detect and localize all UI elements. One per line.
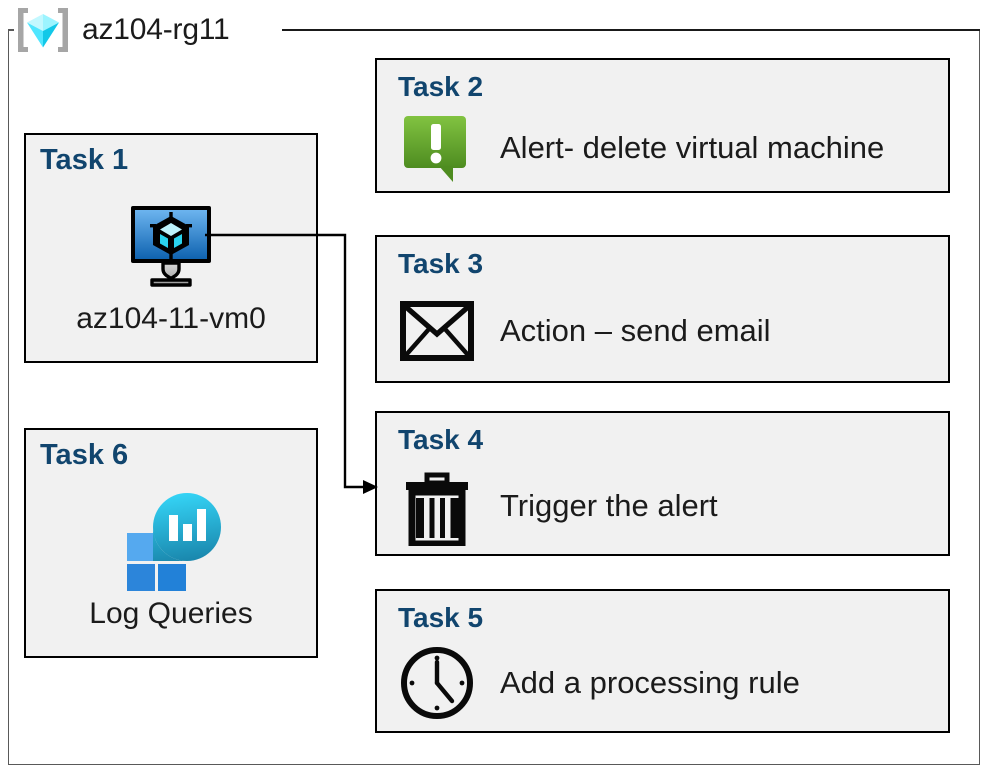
clock-icon	[398, 644, 476, 722]
task-5-heading: Task 5	[398, 602, 484, 633]
task-5-box[interactable]: Task 5 Add a processing rule	[375, 589, 950, 733]
task-1-caption: az104-11-vm0	[76, 302, 266, 335]
task-3-row: Action – send email	[398, 285, 938, 377]
task-6-box[interactable]: Task 6	[24, 428, 318, 658]
task-2-row: Alert- delete virtual machine	[398, 108, 938, 187]
task-2-heading: Task 2	[398, 71, 484, 102]
resource-group-frame-top-right	[282, 29, 980, 31]
task-3-heading: Task 3	[398, 248, 484, 279]
envelope-icon	[398, 292, 476, 370]
task-3-box[interactable]: Task 3 Action – send email	[375, 235, 950, 383]
task-4-row: Trigger the alert	[398, 461, 938, 550]
virtual-machine-icon	[26, 193, 316, 298]
task-4-label: Trigger the alert	[500, 487, 718, 523]
task-1-box[interactable]: Task 1	[24, 133, 318, 363]
task-4-heading: Task 4	[398, 424, 484, 455]
trash-can-icon	[398, 467, 476, 546]
task-3-label: Action – send email	[500, 313, 771, 349]
resource-group-name: az104-rg11	[82, 13, 230, 46]
log-analytics-icon	[26, 488, 316, 593]
resource-group-label: az104-rg11	[14, 4, 238, 56]
task-2-box[interactable]: Task 2 Alert- delete virtual machin	[375, 58, 950, 193]
task-6-caption: Log Queries	[89, 597, 253, 630]
task-1-heading: Task 1	[40, 144, 129, 176]
task-5-row: Add a processing rule	[398, 639, 938, 727]
task-2-label: Alert- delete virtual machine	[500, 129, 885, 165]
task-4-box[interactable]: Task 4	[375, 411, 950, 556]
task-6-heading: Task 6	[40, 439, 129, 471]
alert-exclamation-bubble-icon	[398, 109, 476, 187]
task-5-label: Add a processing rule	[500, 665, 800, 701]
azure-resource-group-icon	[14, 5, 72, 55]
